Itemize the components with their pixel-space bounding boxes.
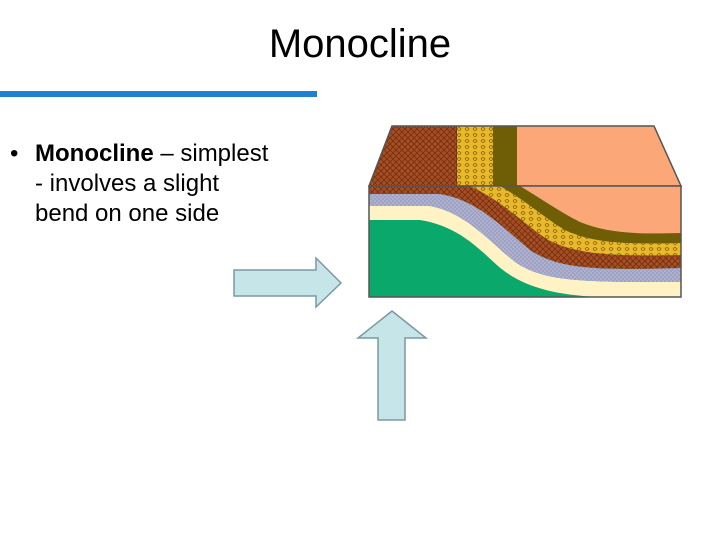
bullet-text: Monocline – simplest [35, 139, 268, 169]
block-top-face [367, 125, 683, 187]
bullet-line-3: bend on one side [35, 200, 220, 227]
bullet-list: • Monocline – simplest - involves a slig… [10, 139, 330, 229]
bullet-item: • Monocline – simplest [10, 139, 330, 169]
title-underline [0, 91, 317, 97]
push-right-arrow-icon [233, 256, 343, 309]
bullet-term-definition: – simplest [153, 140, 269, 167]
block-front-face [368, 185, 682, 298]
bullet-term: Monocline [35, 140, 154, 167]
slide-title: Monocline [268, 22, 452, 66]
push-up-arrow-icon [355, 310, 429, 421]
bullet-line-2: - involves a slight [35, 170, 220, 197]
bullet-dot-icon: • [10, 140, 19, 167]
